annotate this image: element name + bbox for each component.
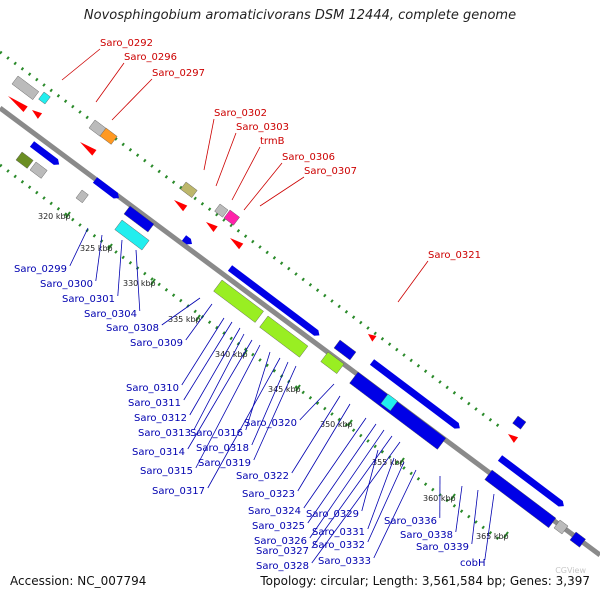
topology-text: Topology: circular; Length: 3,561,584 bp… [260, 574, 590, 588]
label-leader-line [244, 163, 282, 210]
gene-label-forward: Saro_0333 [318, 556, 371, 567]
gene-label-forward: Saro_0338 [400, 530, 453, 541]
label-leader-line [96, 235, 102, 281]
reverse-cds-arrow [228, 235, 243, 249]
map-title: Novosphingobium aromaticivorans DSM 1244… [0, 8, 600, 23]
gene-label-forward: Saro_0299 [14, 264, 67, 275]
gene-label-forward: Saro_0323 [242, 489, 295, 500]
reverse-cds-arrow [78, 139, 97, 155]
label-leader-line [194, 334, 244, 430]
reverse-cds-arrow [6, 93, 28, 112]
gene-label-forward: Saro_0304 [84, 309, 137, 320]
feature-cog-grey [30, 162, 47, 178]
label-leader-line [252, 362, 288, 445]
kbp-tick-label: 365 kbp [476, 532, 509, 541]
gene-label-forward: Saro_0309 [130, 338, 183, 349]
gene-label-reverse: Saro_0302 [214, 108, 267, 119]
kbp-tick-label: 355 kbp [372, 458, 405, 467]
label-leader-line [112, 79, 152, 120]
inner-tick-ring [0, 165, 504, 543]
gene-label-forward: Saro_0313 [138, 428, 191, 439]
gene-label-reverse: Saro_0306 [282, 152, 335, 163]
gene-label-reverse: trmB [260, 136, 285, 147]
feature-cds-blue [513, 416, 526, 429]
gene-label-forward: Saro_0314 [132, 447, 185, 458]
gene-label-forward: Saro_0315 [140, 466, 193, 477]
label-leader-line [184, 322, 232, 400]
feature-cds-blue [485, 470, 556, 528]
gene-label-forward: Saro_0328 [256, 561, 309, 572]
reverse-cds-arrow [204, 219, 218, 232]
kbp-tick-label: 335 kbp [168, 315, 201, 324]
gene-label-reverse: Saro_0303 [236, 122, 289, 133]
label-leader-line [254, 366, 296, 460]
label-leader-line [216, 133, 236, 186]
label-leader-line [300, 384, 334, 420]
forward-cds-arrow [93, 177, 121, 201]
reverse-cds-arrow [506, 431, 518, 443]
label-leader-line [298, 404, 350, 491]
gene-label-reverse: Saro_0307 [304, 166, 357, 177]
label-leader-line [204, 119, 214, 170]
gene-label-forward: Saro_0320 [244, 418, 297, 429]
accession-text: Accession: NC_007794 [10, 574, 146, 588]
gene-label-reverse: Saro_0292 [100, 38, 153, 49]
label-leader-line [190, 328, 240, 415]
gene-label-forward: Saro_0310 [126, 383, 179, 394]
gene-label-forward: Saro_0319 [198, 458, 251, 469]
gene-label-forward: Saro_0325 [252, 521, 305, 532]
gene-label-forward: Saro_0316 [190, 428, 243, 439]
gene-label-forward: Saro_0308 [106, 323, 159, 334]
label-leader-line [232, 147, 260, 200]
kbp-tick-label: 330 kbp [123, 279, 156, 288]
gene-label-forward: Saro_0324 [248, 506, 301, 517]
gene-label-forward: Saro_0329 [306, 509, 359, 520]
gene-label-forward: Saro_0301 [62, 294, 115, 305]
label-leader-line [485, 494, 494, 560]
reverse-cds-arrow [30, 107, 42, 119]
kbp-tick-label: 320 kbp [38, 212, 71, 221]
gene-label-forward: Saro_0336 [384, 516, 437, 527]
label-leader-line [118, 240, 122, 296]
gene-label-forward: Saro_0317 [152, 486, 205, 497]
gene-label-forward: Saro_0312 [134, 413, 187, 424]
gene-label-reverse: Saro_0297 [152, 68, 205, 79]
gene-label-reverse: Saro_0296 [124, 52, 177, 63]
feature-cog-grey [12, 76, 39, 100]
gene-label-forward: Saro_0311 [128, 398, 181, 409]
gene-label-forward: Saro_0339 [416, 542, 469, 553]
feature-cog-khaki [181, 182, 198, 198]
gene-label-forward: Saro_0331 [312, 527, 365, 538]
label-leader-line [62, 49, 100, 80]
gene-label-forward: Saro_0332 [312, 540, 365, 551]
feature-cog-grey [76, 190, 88, 203]
forward-cds-arrow [30, 141, 61, 167]
gene-label-forward: Saro_0327 [256, 546, 309, 557]
reverse-cds-arrow [172, 197, 187, 211]
feature-cog-cyan [39, 92, 51, 104]
gene-label-forward: Saro_0318 [196, 443, 249, 454]
gene-label-reverse: Saro_0321 [428, 250, 481, 261]
label-leader-line [260, 177, 304, 206]
feature-cog-olive [16, 152, 33, 168]
gene-label-forward: cobH [460, 558, 485, 569]
label-leader-line [398, 261, 428, 302]
gene-label-forward: Saro_0322 [236, 471, 289, 482]
gene-label-forward: Saro_0300 [40, 279, 93, 290]
label-leader-line [368, 462, 404, 542]
kbp-tick-label: 360 kbp [423, 494, 456, 503]
label-leader-line [304, 418, 366, 508]
feature-cog-green [321, 352, 344, 374]
label-leader-line [456, 486, 462, 532]
kbp-tick-label: 350 kbp [320, 420, 353, 429]
label-leader-line [96, 63, 124, 102]
kbp-tick-label: 325 kbp [80, 244, 113, 253]
